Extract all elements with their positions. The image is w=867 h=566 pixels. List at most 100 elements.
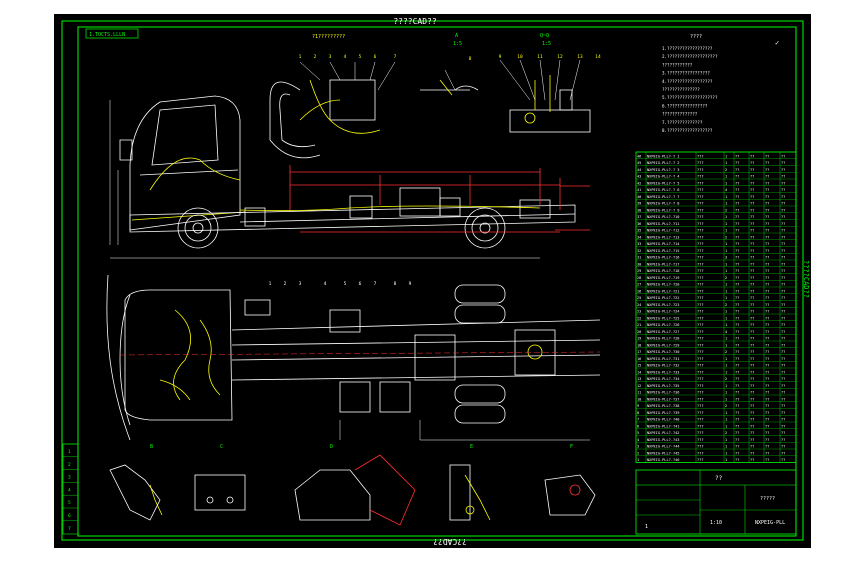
bom-cell: 2 — [637, 451, 639, 455]
bom-cell: NXPEIG-PLL?-?16 — [647, 256, 679, 260]
detail-label-b: B — [150, 444, 153, 450]
bom-cell: ?? — [735, 411, 739, 415]
bom-cell: ??? — [697, 431, 704, 435]
bom-cell: ?? — [750, 424, 754, 428]
bom-cell: ?? — [765, 188, 769, 192]
bom-cell: ?? — [781, 249, 785, 253]
revision-row-label: 4 — [68, 487, 71, 493]
bom-cell: ?? — [781, 303, 785, 307]
bom-cell: 24 — [637, 303, 641, 307]
bom-cell: ?? — [781, 357, 785, 361]
balloon-number: 6 — [374, 54, 377, 60]
bom-cell: ?? — [781, 418, 785, 422]
bom-cell: ?? — [765, 289, 769, 293]
bom-cell: 1 — [725, 242, 727, 246]
bom-cell: ??? — [697, 350, 704, 354]
bom-cell: NXPEIG-PLL?-? 2 — [647, 161, 679, 165]
balloon-number: 9 — [409, 281, 412, 287]
bom-cell: 1 — [725, 222, 727, 226]
bom-cell: NXPEIG-PLL?-?18 — [647, 269, 679, 273]
bom-cell: ??? — [697, 175, 704, 179]
bom-cell: 1 — [725, 458, 727, 462]
bom-cell: ?? — [765, 411, 769, 415]
balloon-number: 5 — [359, 54, 362, 60]
bom-cell: 28 — [637, 276, 641, 280]
bom-cell: 4 — [637, 438, 639, 442]
bom-cell: ?? — [735, 202, 739, 206]
bom-cell: ?? — [765, 357, 769, 361]
bom-cell: ?? — [765, 276, 769, 280]
bom-cell: 5 — [637, 431, 639, 435]
balloon-number: 4 — [324, 281, 327, 287]
bom-cell: ??? — [697, 310, 704, 314]
bom-cell: 23 — [637, 310, 641, 314]
note-line: ???????????? — [662, 62, 693, 67]
bom-cell: 2 — [725, 431, 727, 435]
bom-cell: ?? — [781, 404, 785, 408]
bom-cell: ?? — [765, 458, 769, 462]
bom-cell: ?? — [750, 188, 754, 192]
bom-cell: ?? — [765, 330, 769, 334]
bom-cell: ?? — [735, 283, 739, 287]
balloon-number: 2 — [284, 281, 287, 287]
bom-cell: ?? — [765, 181, 769, 185]
bom-cell: NXPEIG-PLL?-? 3 — [647, 168, 679, 172]
bom-cell: ?? — [750, 249, 754, 253]
bom-cell: ?? — [781, 161, 785, 165]
bom-cell: ?? — [765, 202, 769, 206]
technical-notes: ???? 1.??????????????????2.?????????????… — [662, 34, 779, 133]
bom-cell: 1 — [725, 229, 727, 233]
bom-cell: ?? — [750, 296, 754, 300]
bom-cell: NXPEIG-PLL?-?23 — [647, 303, 679, 307]
bom-cell: NXPEIG-PLL?-? 7 — [647, 195, 679, 199]
bom-cell: ?? — [765, 222, 769, 226]
bom-cell: ?? — [781, 323, 785, 327]
bom-cell: ??? — [697, 391, 704, 395]
bom-cell: 44 — [637, 168, 641, 172]
cable-loop-detail — [269, 61, 396, 159]
balloon-number: 8 — [394, 281, 397, 287]
bom-cell: NXPEIG-PLL?-?34 — [647, 377, 679, 381]
bom-cell: ?? — [781, 154, 785, 158]
bom-cell: NXPEIG-PLL?-?45 — [647, 451, 679, 455]
bom-cell: ?? — [750, 269, 754, 273]
bom-cell: 1 — [725, 215, 727, 219]
bom-cell: 1 — [725, 343, 727, 347]
bom-cell: ?? — [735, 404, 739, 408]
bom-cell: NXPEIG-PLL?-?17 — [647, 262, 679, 266]
bom-cell: 1 — [725, 411, 727, 415]
bom-cell: ?? — [781, 316, 785, 320]
bom-cell: ??? — [697, 195, 704, 199]
bom-cell: NXPEIG-PLL?-? 4 — [647, 175, 679, 179]
bom-cell: 17 — [637, 350, 641, 354]
bom-cell: 38 — [637, 208, 641, 212]
bom-cell: 2 — [725, 276, 727, 280]
bom-cell: ?? — [735, 357, 739, 361]
bom-cell: ?? — [750, 350, 754, 354]
bom-cell: ?? — [781, 424, 785, 428]
bom-cell: ?? — [781, 451, 785, 455]
bom-cell: 1 — [725, 154, 727, 158]
bom-cell: NXPEIG-PLL?-?35 — [647, 384, 679, 388]
title-block-name: ?? — [715, 475, 723, 482]
bom-cell: 43 — [637, 175, 641, 179]
bom-cell: ?? — [781, 411, 785, 415]
title-block: ?? ????? NXPEIG-PLL 1:10 1 — [635, 469, 797, 535]
bom-cell: ?? — [765, 397, 769, 401]
detail-b-scale: 1:5 — [542, 41, 551, 47]
bom-cell: ??? — [697, 181, 704, 185]
bom-cell: 21 — [637, 323, 641, 327]
bom-cell: ?? — [765, 343, 769, 347]
tag-box — [85, 28, 139, 39]
revision-row-label: 6 — [68, 513, 71, 519]
detail-label-f: F — [570, 444, 573, 450]
bom-cell: 2 — [725, 168, 727, 172]
detail-label-c: C — [220, 444, 223, 450]
bom-cell: ??? — [697, 458, 704, 462]
bom-cell: ?? — [750, 202, 754, 206]
bom-cell: ?? — [781, 208, 785, 212]
revision-row-label: 3 — [68, 475, 71, 481]
bom-cell: NXPEIG-PLL?-?38 — [647, 404, 679, 408]
bom-cell: NXPEIG-PLL?-?37 — [647, 397, 679, 401]
